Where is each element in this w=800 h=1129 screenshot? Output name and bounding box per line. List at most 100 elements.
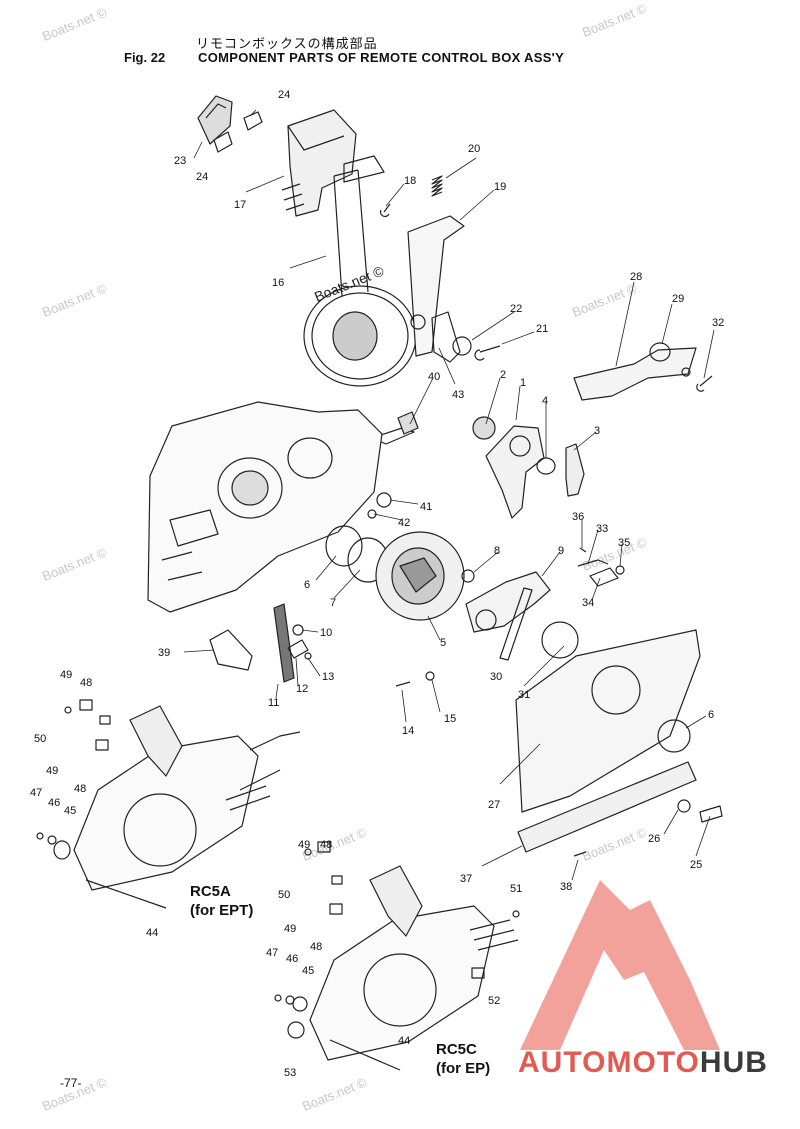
part-11-strip — [273, 603, 295, 683]
callout-17: 17 — [234, 199, 246, 211]
callout-51: 51 — [510, 883, 522, 895]
part-14-screw — [395, 681, 411, 687]
part-38-screw — [573, 851, 587, 857]
callout-45: 45 — [64, 805, 76, 817]
page-number: -77- — [60, 1076, 82, 1090]
callout-27: 27 — [488, 799, 500, 811]
part-49-nut-c — [304, 848, 312, 856]
automotohub-logo: AUTOMOTOHUB — [518, 1046, 768, 1080]
part-45-knob-b — [292, 996, 308, 1012]
automotohub-logo-mark — [520, 880, 720, 1050]
callout-44: 44 — [146, 927, 158, 939]
model-label-rc5a: RC5A (for EPT) — [190, 882, 253, 920]
callout-7: 7 — [330, 597, 336, 609]
callout-24: 24 — [196, 171, 208, 183]
callout-19: 19 — [494, 181, 506, 193]
callout-22: 22 — [510, 303, 522, 315]
callout-48: 48 — [310, 941, 322, 953]
part-33-spring — [577, 559, 609, 567]
callout-29: 29 — [672, 293, 684, 305]
part-50-washer — [99, 715, 111, 725]
part-43-bracket — [431, 311, 461, 363]
callout-45: 45 — [302, 965, 314, 977]
part-32-screw — [696, 375, 713, 392]
part-51-screw — [512, 910, 520, 918]
callout-25: 25 — [690, 859, 702, 871]
figure-label: Fig. 22 — [124, 50, 166, 65]
part-45-knob — [53, 840, 71, 860]
part-16-lever-disc — [303, 155, 417, 387]
part-10-pin — [292, 624, 304, 636]
logo-part-hub: HUB — [699, 1046, 768, 1079]
callout-47: 47 — [266, 947, 278, 959]
part-44-bolt-b — [329, 1039, 401, 1071]
callout-18: 18 — [404, 175, 416, 187]
callout-48: 48 — [320, 839, 332, 851]
callout-42: 42 — [398, 517, 410, 529]
model-code: RC5C — [436, 1041, 477, 1058]
part-26-washer — [677, 799, 691, 813]
callout-2: 2 — [500, 369, 506, 381]
model-code: RC5A — [190, 883, 231, 900]
callout-39: 39 — [158, 647, 170, 659]
part-46-washer-b — [285, 995, 295, 1005]
callout-21: 21 — [536, 323, 548, 335]
part-42-nut — [367, 509, 377, 519]
part-39-clip — [209, 629, 253, 671]
part-21-screw — [474, 345, 501, 361]
leader-lines — [183, 109, 715, 881]
callout-labels: 24 23 24 17 16 18 20 19 22 21 40 43 28 2… — [30, 89, 724, 1079]
callout-15: 15 — [444, 713, 456, 725]
model-note: (for EP) — [436, 1060, 491, 1077]
part-35-nut — [615, 565, 625, 575]
callout-52: 52 — [488, 995, 500, 1007]
callout-46: 46 — [286, 953, 298, 965]
model-note: (for EPT) — [190, 902, 254, 919]
part-29-bushing — [649, 342, 671, 362]
rc5a-assembly — [73, 705, 301, 891]
part-9-bracket — [465, 571, 551, 633]
callout-1: 1 — [520, 377, 526, 389]
callout-53: 53 — [284, 1067, 296, 1079]
part-48-block-c — [317, 841, 331, 853]
part-1-gear-plate — [485, 425, 545, 519]
callout-20: 20 — [468, 143, 480, 155]
part-50-washer-c — [331, 875, 343, 885]
logo-part-automoto: AUTOMOTO — [518, 1046, 700, 1079]
callout-10: 10 — [320, 627, 332, 639]
part-18-screw — [379, 203, 391, 218]
part-34-plate — [589, 567, 619, 587]
callout-13: 13 — [322, 671, 334, 683]
part-12-plate — [287, 639, 309, 659]
part-30-link — [499, 587, 533, 661]
part-8-bushing — [461, 569, 475, 583]
callout-14: 14 — [402, 725, 414, 737]
part-5-cam-disc — [375, 531, 465, 621]
part-17-cover — [281, 109, 357, 217]
rc5c-assembly — [309, 865, 519, 1061]
callout-6: 6 — [304, 579, 310, 591]
part-48-block-d — [329, 903, 343, 915]
part-4-washer — [536, 457, 556, 475]
callout-35: 35 — [618, 537, 630, 549]
part-48-block — [79, 699, 93, 711]
callout-50: 50 — [278, 889, 290, 901]
callout-23: 23 — [174, 155, 186, 167]
callout-6: 6 — [708, 709, 714, 721]
japanese-title: リモコンボックスの構成部品 — [196, 37, 378, 52]
callout-48: 48 — [80, 677, 92, 689]
part-24-clip-bottom — [213, 131, 233, 153]
callout-38: 38 — [560, 881, 572, 893]
callout-26: 26 — [648, 833, 660, 845]
part-22-washer — [452, 336, 472, 356]
callout-30: 30 — [490, 671, 502, 683]
part-6-ring-right — [657, 719, 691, 753]
part-48-block-b — [95, 739, 109, 751]
part-49-nut — [64, 706, 72, 714]
callout-49: 49 — [284, 923, 296, 935]
callout-9: 9 — [558, 545, 564, 557]
part-37-plate — [517, 761, 697, 853]
callout-37: 37 — [460, 873, 472, 885]
callout-11: 11 — [268, 697, 279, 709]
